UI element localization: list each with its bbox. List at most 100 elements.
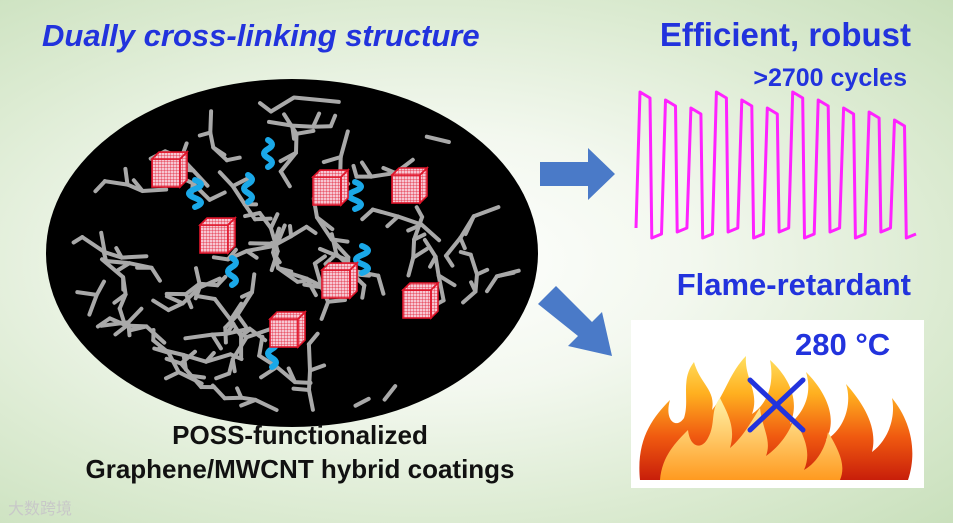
- network-strand: [87, 279, 106, 317]
- network-strand: [461, 252, 479, 305]
- signal-trace: [634, 90, 917, 240]
- network-branch: [93, 179, 107, 194]
- network-branch: [302, 282, 324, 290]
- network-branch: [214, 371, 232, 381]
- network-branch: [376, 273, 386, 296]
- cross-mark-icon: [747, 377, 806, 433]
- network-strand: [102, 179, 169, 193]
- poss-cube-icon: [401, 281, 440, 320]
- right-arrow-icon: [540, 148, 615, 200]
- network-strand: [217, 170, 257, 222]
- network-branch: [235, 312, 248, 329]
- watermark: 大数跨境: [8, 501, 73, 518]
- network-strand: [211, 244, 276, 262]
- network-strand: [156, 347, 233, 364]
- poss-cube-icon: [320, 261, 359, 300]
- network-branch: [126, 320, 132, 338]
- network-strand: [248, 224, 309, 246]
- network-branch: [99, 230, 107, 255]
- polymer-chain: [261, 137, 275, 170]
- network-strand: [422, 237, 446, 303]
- network-branch: [258, 101, 273, 114]
- network-branch: [385, 214, 400, 229]
- network-strand: [99, 306, 144, 328]
- network-strand: [353, 396, 371, 408]
- network-branch: [311, 111, 322, 129]
- network-branch: [181, 353, 188, 372]
- network-strand: [269, 95, 341, 114]
- poss-cube-icon: [390, 166, 429, 205]
- network-strand: [311, 196, 351, 260]
- network-strand: [104, 259, 162, 283]
- polymer-chains: [186, 137, 371, 370]
- poss-cube-icon: [150, 150, 189, 189]
- caption-line-2: Graphene/MWCNT hybrid coatings: [85, 454, 515, 484]
- network-branch: [164, 370, 181, 381]
- network-strand: [208, 109, 229, 163]
- network-branch: [224, 155, 242, 163]
- network-strand: [223, 272, 257, 330]
- network-branch: [411, 246, 429, 260]
- network-strand: [267, 119, 333, 129]
- network-branch: [321, 155, 343, 165]
- network-strand: [370, 207, 442, 243]
- caption-line-1: POSS-functionalized: [172, 420, 428, 450]
- poss-cube-icon: [268, 310, 307, 349]
- flame-panel: [631, 320, 924, 488]
- network-strand: [306, 342, 315, 412]
- network-branch: [228, 301, 244, 322]
- network-branch: [164, 294, 185, 306]
- polymer-chain: [241, 172, 255, 205]
- network-branch: [436, 273, 457, 288]
- network-strand: [80, 235, 149, 260]
- network-branch: [194, 293, 217, 301]
- poss-cube-icon: [198, 216, 237, 255]
- network-branch: [360, 207, 375, 222]
- network-branch: [151, 298, 171, 313]
- network-branch: [306, 331, 320, 347]
- network-branch: [207, 190, 227, 202]
- network-strand: [257, 353, 313, 385]
- network-branch: [275, 223, 287, 246]
- network-branch: [223, 325, 228, 345]
- network-strand: [354, 157, 415, 179]
- network-branch: [308, 363, 327, 373]
- network-strand: [485, 268, 521, 294]
- network-branch: [323, 252, 339, 266]
- cycling-signal: [634, 90, 917, 240]
- network-strand: [278, 112, 299, 174]
- network-strand: [100, 257, 128, 311]
- network-branch: [294, 128, 316, 136]
- network-branch: [278, 169, 292, 189]
- flame-title: Flame-retardant: [676, 267, 911, 302]
- network-branch: [210, 383, 227, 401]
- network-strand: [151, 338, 204, 386]
- polymer-chain: [186, 177, 204, 210]
- down-right-arrow-icon: [538, 286, 612, 356]
- network-branch: [253, 216, 273, 222]
- temperature-label: 280 °C: [795, 327, 891, 362]
- right-top-title: Efficient, robust: [659, 16, 911, 53]
- poss-cube-icon: [311, 168, 350, 207]
- network-branch: [326, 298, 347, 304]
- network-branch: [230, 175, 251, 189]
- network-branch: [291, 386, 311, 392]
- network-strand: [212, 297, 244, 360]
- poss-cubes: [150, 150, 440, 349]
- network-branch: [257, 334, 265, 358]
- network-branch: [210, 332, 223, 351]
- polymer-chain: [353, 243, 371, 276]
- network-branch: [312, 254, 327, 266]
- network-strand: [382, 384, 398, 402]
- network-branch: [75, 290, 99, 297]
- network-branch: [184, 292, 194, 310]
- network-branch: [228, 352, 244, 362]
- network-strand: [424, 134, 451, 144]
- polymer-chain: [225, 255, 239, 288]
- network-branch: [360, 160, 374, 179]
- network-branch: [194, 266, 202, 286]
- network-branch: [268, 212, 280, 231]
- cycles-label: >2700 cycles: [753, 64, 907, 92]
- network-strand: [222, 395, 279, 412]
